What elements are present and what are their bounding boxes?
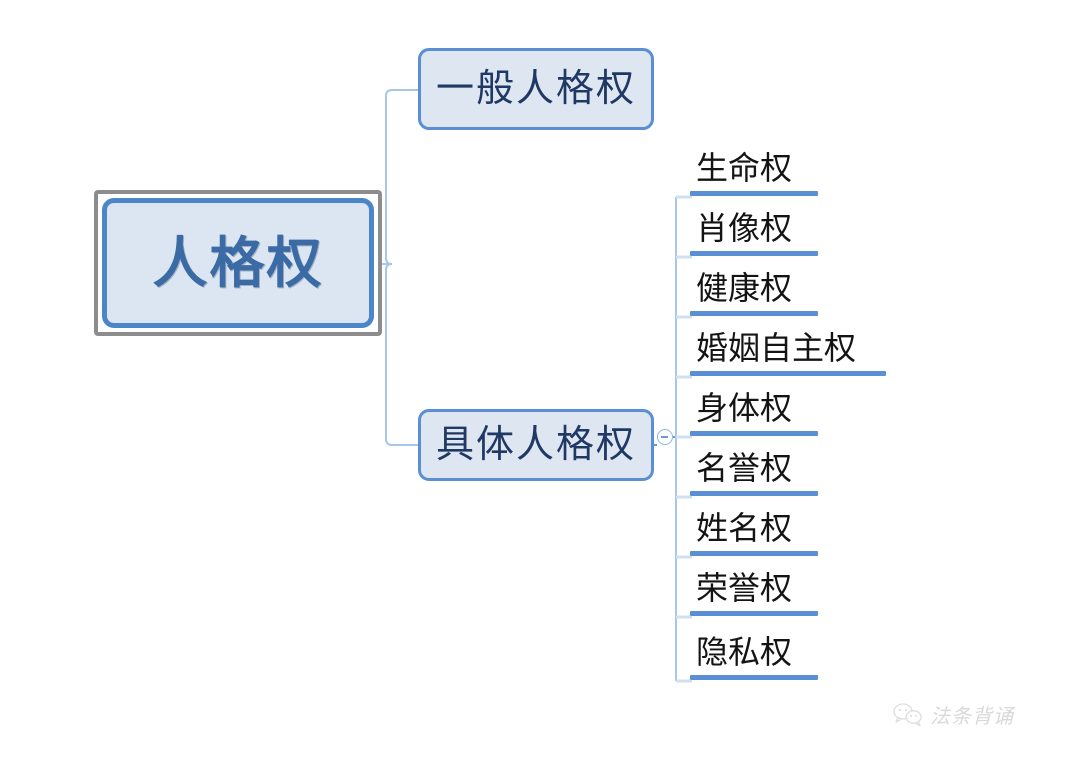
leaf-node[interactable]: 姓名权 (676, 512, 818, 556)
leaf-underline-bar (690, 551, 818, 556)
branch-node-label: 具体人格权 (435, 424, 636, 466)
leaf-node-label: 生命权 (696, 150, 793, 186)
leaf-underline-bar (690, 491, 818, 496)
leaf-node[interactable]: 健康权 (676, 272, 818, 316)
leaf-node[interactable]: 隐私权 (676, 636, 818, 680)
leaf-node-label: 婚姻自主权 (696, 330, 857, 366)
wechat-icon (893, 702, 922, 726)
leaf-underline-bar (690, 431, 818, 436)
leaf-node[interactable]: 名誉权 (676, 452, 818, 496)
root-node-label: 人格权 (152, 231, 324, 294)
leaf-node-label: 肖像权 (696, 210, 793, 246)
leaf-node[interactable]: 荣誉权 (676, 572, 818, 616)
root-node-body: 人格权 (102, 198, 374, 328)
leaf-node-label: 荣誉权 (696, 570, 793, 606)
leaf-node-label: 名誉权 (696, 450, 793, 486)
leaf-node-label: 健康权 (696, 270, 793, 306)
leaf-underline-bar (690, 611, 818, 616)
leaf-node[interactable]: 生命权 (676, 152, 818, 196)
leaf-underline-bar (690, 251, 818, 256)
leaf-underline-bar (690, 675, 818, 680)
branch-node-specific-personality-rights[interactable]: 具体人格权 (418, 409, 654, 481)
branch-node-general-personality-rights[interactable]: 一般人格权 (418, 48, 654, 130)
leaf-node-label: 身体权 (696, 390, 793, 426)
leaf-node[interactable]: 身体权 (676, 392, 818, 436)
leaf-underline-bar (690, 371, 886, 376)
leaf-node-label: 隐私权 (696, 634, 793, 670)
collapse-minus-icon[interactable] (657, 429, 673, 445)
watermark: 法条背诵 (893, 700, 1014, 729)
branch-node-label: 一般人格权 (435, 68, 636, 110)
leaf-node[interactable]: 婚姻自主权 (676, 332, 886, 376)
leaf-node[interactable]: 肖像权 (676, 212, 818, 256)
leaf-underline-bar (690, 191, 818, 196)
root-node[interactable]: 人格权 (94, 190, 382, 336)
leaf-node-label: 姓名权 (696, 510, 793, 546)
watermark-text: 法条背诵 (930, 706, 1014, 728)
leaf-underline-bar (690, 311, 818, 316)
